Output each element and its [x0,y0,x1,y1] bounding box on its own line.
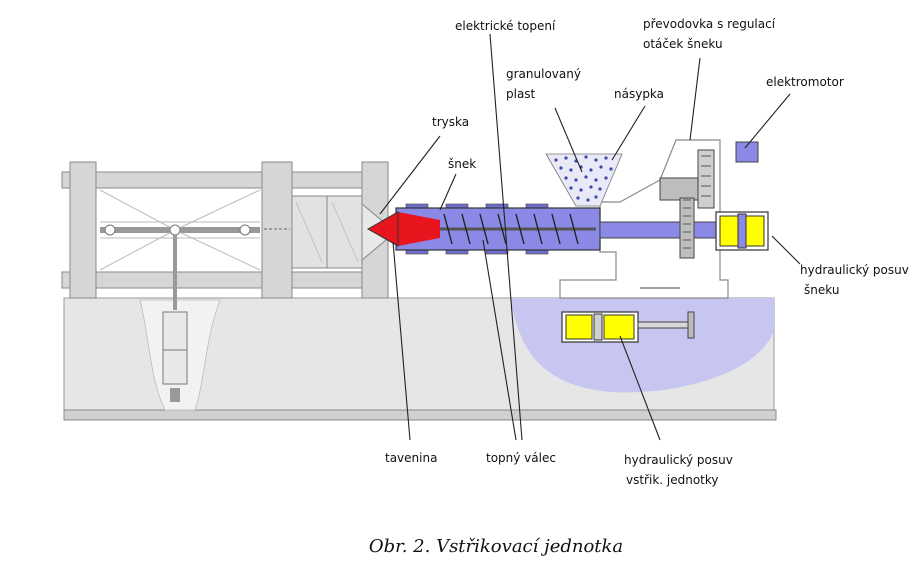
label-gearbox-1: převodovka s regulací [643,17,776,31]
label-barrel: topný válec [486,451,556,465]
label-screw: šnek [448,157,476,171]
label-screw-drive-2: šneku [804,283,839,297]
label-motor: elektromotor [766,75,844,89]
label-unit-drive-2: vstřik. jednotky [626,473,719,487]
label-gearbox-2: otáček šneku [643,37,723,51]
label-granules-2: plast [506,87,536,101]
injection-unit [366,139,769,343]
screw-hydraulic-cylinder [715,211,769,251]
unit-hydraulic-cylinder [561,311,695,343]
label-screw-drive-1: hydraulický posuv [800,263,909,277]
figure-caption: Obr. 2. Vstřikovací jednotka [369,536,623,557]
label-nozzle: tryska [432,115,469,129]
electric-motor [735,141,759,163]
screw [440,213,596,245]
label-granules-1: granulovaný [506,67,581,81]
label-unit-drive-1: hydraulický posuv [624,453,733,467]
hopper [545,153,623,207]
label-melt: tavenina [385,451,437,465]
label-hopper: násypka [614,87,664,101]
melt [398,212,440,246]
labels: elektrické topení převodovka s regulací … [385,17,909,487]
label-heating: elektrické topení [455,19,556,33]
leader-lines [379,33,801,441]
gearbox [659,149,715,259]
